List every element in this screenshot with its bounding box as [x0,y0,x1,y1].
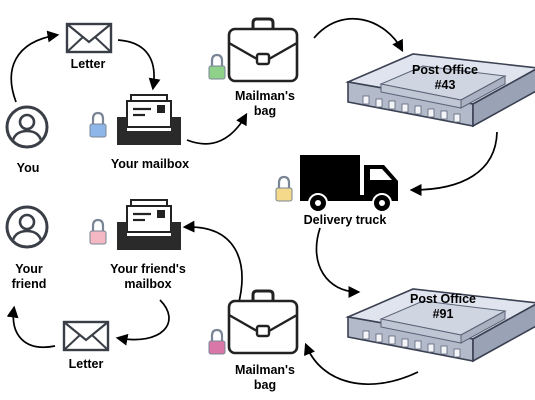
padlock-icon [208,328,226,355]
person-icon [7,207,47,247]
briefcase-icon [227,289,299,355]
padlock-icon [89,218,107,245]
label-letter-bottom: Letter [68,357,104,371]
arrow-friends-mailbox-to-letter [115,299,170,346]
envelope-icon [62,320,110,352]
label-letter-top: Letter [70,57,106,71]
padlock-icon [275,175,293,202]
delivery-truck-icon [299,154,399,213]
arrow-postoffice43-to-truck [409,131,498,196]
briefcase-icon [227,17,299,83]
label-your-friends-mailbox: Your friend's mailbox [110,262,186,291]
label-post-office-43: Post Office #43 [412,63,478,92]
label-your-mailbox: Your mailbox [110,157,190,171]
label-post-office-91: Post Office #91 [410,292,476,321]
label-mailmans-bag-bottom: Mailman's bag [235,363,295,392]
person-icon [7,107,47,147]
arrow-letter-to-mailbox [117,39,161,91]
padlock-icon [208,53,226,80]
label-you: You [16,161,40,175]
mailbox-icon [115,198,183,252]
label-delivery-truck: Delivery truck [303,213,387,227]
arrow-mailbox-to-bag [186,112,248,145]
envelope-icon [65,22,113,54]
mailbox-icon [115,93,183,147]
flow-arrows [6,17,498,385]
arrow-you-to-letter [10,30,60,103]
label-mailmans-bag-top: Mailman's bag [235,89,295,118]
arrow-bag-to-postoffice43 [313,17,404,53]
arrow-bag-to-friends-mailbox [182,220,243,307]
arrow-postoffice91-to-bag [304,342,419,385]
arrow-letter-to-friend [6,305,56,349]
padlock-icon [89,111,107,138]
label-your-friend: Your friend [11,262,47,291]
arrow-truck-to-postoffice91 [315,227,361,298]
